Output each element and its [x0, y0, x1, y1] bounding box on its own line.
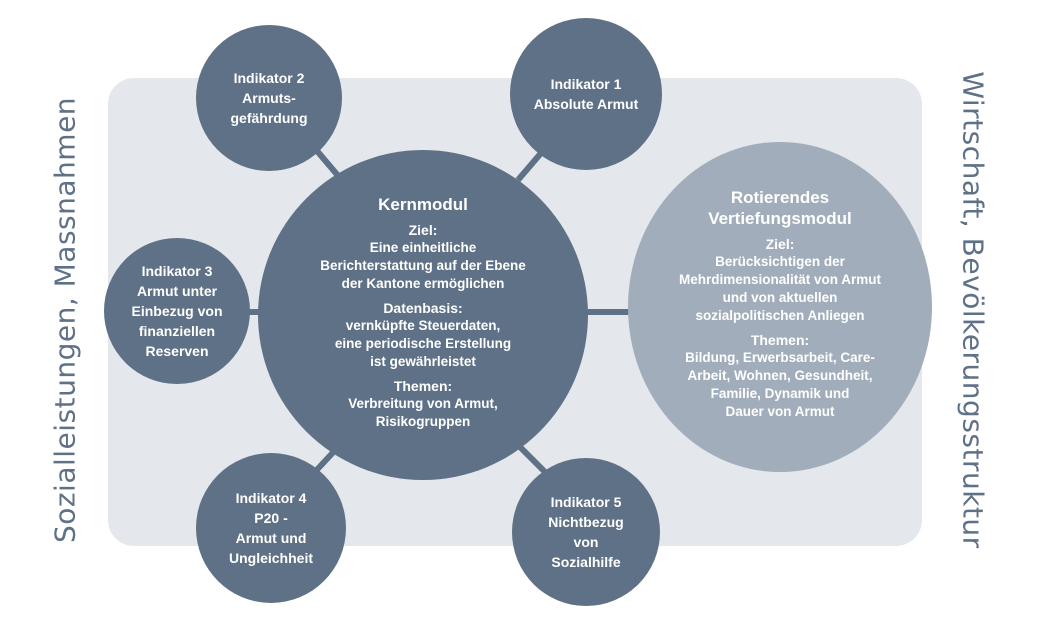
core-data-heading: Datenbasis:	[383, 299, 463, 316]
indicator-4-line: Armut und	[235, 530, 307, 546]
indicator-3-line: Einbezug von	[131, 303, 223, 319]
rotating-title-line: Vertiefungsmodul	[708, 209, 852, 228]
indicator-5-line: von	[573, 534, 599, 550]
core-data-line: eine periodische Erstellung	[334, 335, 512, 351]
indicator-3-line: Armut unter	[136, 283, 218, 299]
core-topics-heading: Themen:	[393, 377, 453, 394]
rotating-goal-line: und von aktuellen	[722, 290, 838, 305]
rotating-module-title: Rotierendes Vertiefungsmodul	[708, 187, 852, 229]
core-module-title: Kernmodul	[378, 194, 468, 214]
indicator-2-line: Armuts-	[242, 90, 296, 106]
indicator-4-circle: Indikator 4 P20 - Armut und Ungleichheit	[196, 453, 346, 603]
rotating-goal-heading: Ziel:	[765, 236, 795, 252]
indicator-1-title: Indikator 1	[550, 76, 622, 92]
rotating-goal-line: Berücksichtigen der	[715, 254, 845, 269]
indicator-1-line: Absolute Armut	[533, 96, 639, 112]
indicator-4-line: Ungleichheit	[228, 550, 313, 566]
core-goal-heading: Ziel:	[408, 221, 438, 238]
core-topics-line: Verbreitung von Armut,	[348, 395, 498, 411]
connector-indicator-5	[515, 442, 551, 478]
core-data-text: vernküpfte Steuerdaten, eine periodische…	[335, 317, 511, 371]
rotating-goal-text: Berücksichtigen der Mehrdimensionalität …	[679, 253, 881, 325]
rotating-topics-line: Familie, Dynamik und	[710, 386, 850, 401]
indicator-3-line: finanziellen	[138, 323, 216, 339]
core-module-circle: Kernmodul Ziel: Eine einheitliche Berich…	[258, 150, 588, 480]
rotating-goal-line: Mehrdimensionalität von Armut	[678, 272, 882, 287]
indicator-2-line: gefährdung	[230, 110, 308, 126]
core-topics-text: Verbreitung von Armut, Risikogruppen	[348, 395, 498, 431]
indicator-5-line: Nichtbezug	[548, 514, 624, 530]
indicator-4-line: P20 -	[254, 510, 288, 526]
indicator-5-title: Indikator 5	[550, 494, 622, 510]
indicator-5-line: Sozialhilfe	[551, 554, 621, 570]
indicator-2-circle: Indikator 2 Armuts- gefährdung	[196, 25, 342, 171]
core-topics-line: Risikogruppen	[375, 413, 471, 429]
side-label-left: Sozialleistungen, Massnahmen	[48, 96, 82, 544]
indicator-2-title: Indikator 2	[233, 70, 305, 86]
side-label-right: Wirtschaft, Bevölkerungsstruktur	[956, 71, 990, 549]
core-goal-line: Berichterstattung auf der Ebene	[320, 257, 526, 273]
indicator-3-title: Indikator 3	[141, 263, 213, 279]
rotating-topics-text: Bildung, Erwerbsarbeit, Care- Arbeit, Wo…	[685, 349, 875, 421]
indicator-1-circle: Indikator 1 Absolute Armut	[510, 18, 662, 170]
indicator-3-circle: Indikator 3 Armut unter Einbezug von fin…	[104, 238, 250, 384]
core-data-line: ist gewährleistet	[370, 353, 476, 369]
core-goal-line: Eine einheitliche	[369, 239, 477, 255]
rotating-module-circle: Rotierendes Vertiefungsmodul Ziel: Berüc…	[628, 142, 932, 472]
indicator-5-circle: Indikator 5 Nichtbezug von Sozialhilfe	[512, 458, 660, 606]
indicator-4-title: Indikator 4	[235, 490, 307, 506]
rotating-topics-line: Dauer von Armut	[725, 404, 835, 419]
core-data-line: vernküpfte Steuerdaten,	[345, 317, 501, 333]
rotating-topics-line: Bildung, Erwerbsarbeit, Care-	[685, 350, 875, 365]
core-goal-text: Eine einheitliche Berichterstattung auf …	[320, 239, 526, 293]
rotating-title-line: Rotierendes	[730, 188, 830, 207]
indicator-3-line: Reserven	[145, 343, 209, 359]
core-goal-line: der Kantone ermöglichen	[341, 275, 505, 291]
rotating-topics-heading: Themen:	[750, 332, 810, 348]
rotating-goal-line: sozialpolitischen Anliegen	[695, 308, 865, 323]
rotating-topics-line: Arbeit, Wohnen, Gesundheit,	[687, 368, 873, 383]
